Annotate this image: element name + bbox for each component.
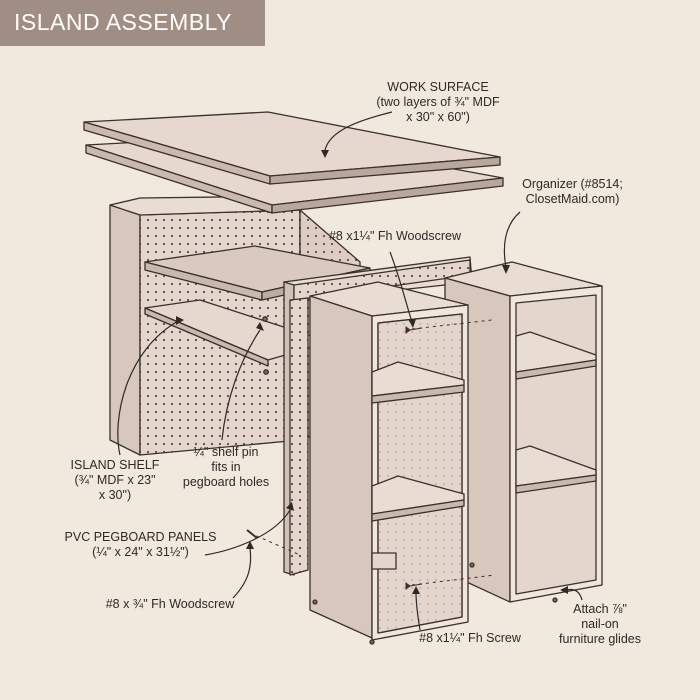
arrow-woodscrew-top: [389, 251, 413, 323]
glides-line3: furniture glides: [559, 632, 641, 646]
organizer-line1: Organizer (#8514;: [522, 177, 623, 191]
leader-arrows: [117, 111, 583, 631]
screws: [246, 319, 496, 590]
screw-top: [405, 326, 423, 334]
work-surface-line1: WORK SURFACE: [387, 80, 489, 94]
title-text: ISLAND ASSEMBLY: [14, 9, 232, 35]
screw-bottom: [405, 582, 423, 590]
arrow-glides: [565, 588, 583, 601]
screw-bottom-label: #8 x1¼" Fh Screw: [400, 631, 540, 646]
organizer-left: [309, 281, 469, 645]
glides-line1: Attach ⅞": [573, 602, 627, 616]
pegboard-line1: PVC PEGBOARD PANELS: [64, 530, 217, 544]
woodscrew-top-label: #8 x1¼" Fh Woodscrew: [320, 229, 470, 244]
shelf-pin-line2: fits in: [211, 460, 241, 474]
arrow-island-shelf: [117, 319, 181, 456]
woodscrew-top-line1: #8 x1¼" Fh Woodscrew: [328, 229, 462, 243]
screw-bottom-line1: #8 x1¼" Fh Screw: [419, 631, 521, 645]
glides-label: Attach ⅞" nail-on furniture glides: [545, 602, 655, 647]
glides-line2: nail-on: [581, 617, 619, 631]
organizer-line2: ClosetMaid.com): [525, 192, 620, 206]
work-surface-line3: x 30" x 60"): [406, 110, 470, 124]
arrow-organizer: [503, 211, 521, 269]
pegboard-panels-label: PVC PEGBOARD PANELS (¼" x 24" x 31½"): [58, 530, 223, 560]
arrow-screw-bottom: [415, 591, 421, 631]
organizer-left-side: [309, 295, 373, 639]
arrow-shelf-pin: [221, 329, 261, 441]
shelf-pin-label: ¼" shelf pin fits in pegboard holes: [180, 445, 272, 490]
woodscrew-small-label: #8 x ¾" Fh Woodscrew: [95, 597, 245, 612]
island-shelf-label: ISLAND SHELF (¾" MDF x 23" x 30"): [60, 458, 170, 503]
island-shelf-line3: x 30"): [98, 488, 132, 502]
work-surface-label: WORK SURFACE (two layers of ¾" MDF x 30"…: [368, 80, 508, 125]
woodscrew-small-line1: #8 x ¾" Fh Woodscrew: [105, 597, 235, 611]
island-shelf-line1: ISLAND SHELF: [70, 458, 160, 472]
island-shelf-line2: (¾" MDF x 23": [74, 473, 156, 487]
shelf-pin-line3: pegboard holes: [182, 475, 270, 489]
organizer-label: Organizer (#8514; ClosetMaid.com): [505, 177, 640, 207]
pegboard-line2: (¼" x 24" x 31½"): [92, 545, 189, 559]
arrow-woodscrew-small: [232, 547, 252, 599]
shelf-pin-line1: ¼" shelf pin: [193, 445, 259, 459]
island-end-panel: [109, 204, 141, 456]
work-surface: [83, 111, 504, 214]
arrow-work-surface: [324, 111, 393, 151]
arrow-pegboard: [204, 509, 291, 556]
work-surface-line2: (two layers of ¾" MDF: [376, 95, 500, 109]
title-banner: ISLAND ASSEMBLY: [0, 0, 265, 46]
screw-small: [246, 529, 258, 539]
organizer-right: [444, 261, 603, 603]
